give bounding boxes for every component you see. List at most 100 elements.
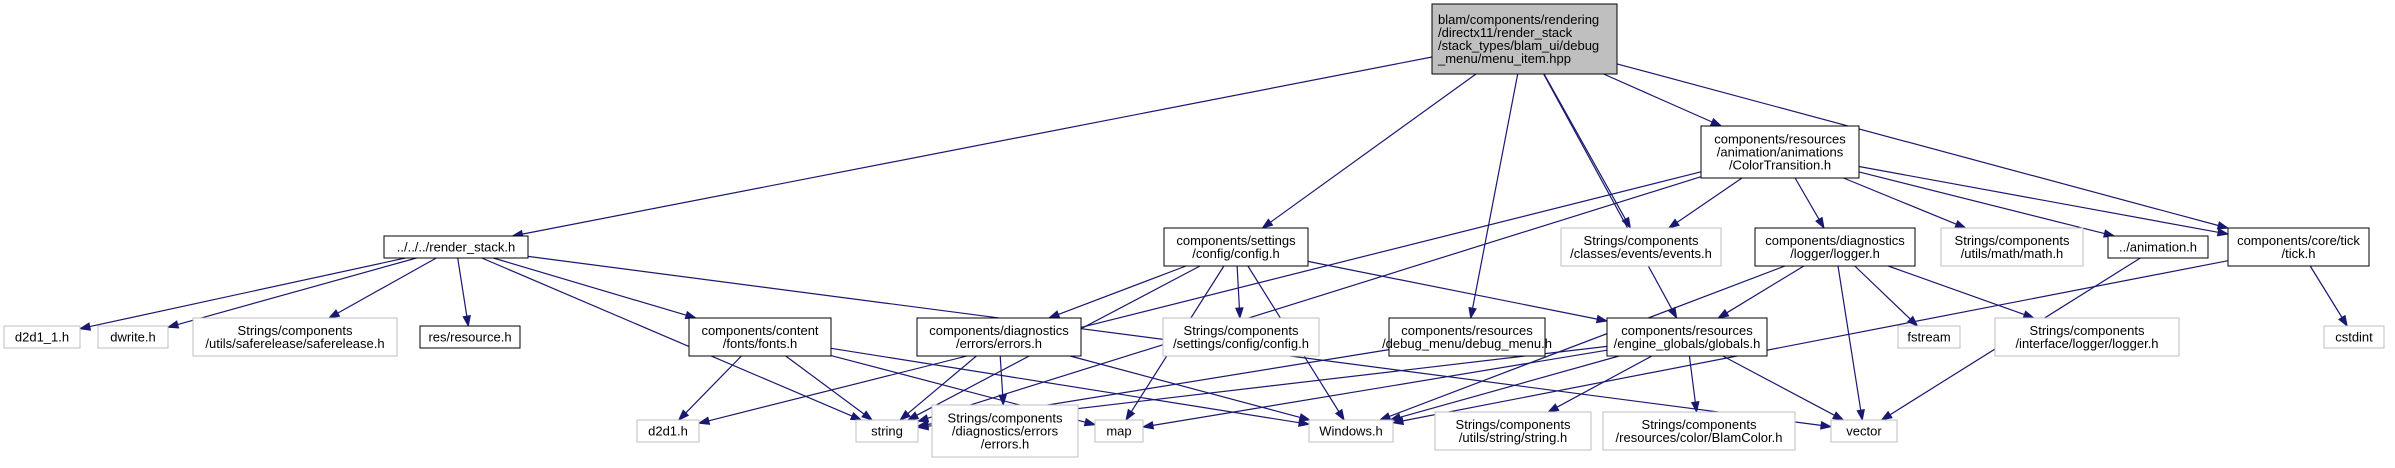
edge-arrowhead [1235, 307, 1244, 320]
edge-line [1616, 63, 2219, 227]
edge-menu_item-to-events [1543, 73, 1632, 230]
node-label-line: Windows.h [1319, 424, 1383, 439]
edge-arrowhead [1047, 310, 1061, 319]
edge-line [493, 257, 687, 316]
node-label-line: /tick.h [2282, 246, 2316, 261]
edge-line [907, 355, 977, 415]
node-fonts[interactable]: components/content/fonts/fonts.h [688, 317, 832, 357]
edge-arrowhead [2216, 221, 2230, 230]
node-label-line: cstdint [2335, 330, 2373, 345]
nodes-layer: blam/components/rendering/directx11/rend… [3, 3, 2385, 458]
edge-line [1688, 355, 1696, 403]
node-box [1560, 227, 1722, 267]
edge-arrowhead [1083, 417, 1097, 427]
node-colortransition[interactable]: components/resources/animation/animation… [1700, 125, 1860, 179]
edge-line [1399, 355, 1620, 418]
node-stringext: Strings/components/utils/string/string.h [1434, 411, 1592, 451]
node-label-line: map [1106, 424, 1131, 439]
node-box [1308, 419, 1394, 443]
edge-line [1389, 265, 1786, 417]
edge-arrowhead [2022, 310, 2036, 319]
node-label-line: Strings/components [1584, 233, 1699, 248]
node-label-line: /utils/math/math.h [1961, 246, 2064, 261]
edge-line [1854, 265, 1911, 320]
node-label-line: ../../../render_stack.h [397, 240, 516, 255]
edge-arrowhead [906, 411, 920, 421]
node-menu-item[interactable]: blam/components/rendering/directx11/rend… [1431, 3, 1618, 75]
edge-colortransition-to-tick [1858, 165, 2230, 237]
edge-arrowhead [998, 394, 1007, 407]
node-render-stack[interactable]: ../../../render_stack.h [383, 235, 529, 259]
node-label-line: Strings/components [1642, 417, 1757, 432]
edge-arrowhead [1716, 308, 1730, 319]
edge-arrowhead [1595, 314, 1609, 324]
node-box [383, 235, 529, 259]
edge-logger-to-loggerext [1887, 265, 2036, 319]
node-label-line: /fonts/fonts.h [723, 336, 797, 351]
node-label-line: /interface/logger/logger.h [2015, 336, 2158, 351]
edge-arrowhead [462, 314, 471, 328]
edge-arrowhead [916, 414, 930, 423]
edge-line [2309, 265, 2343, 318]
node-label-line: components/diagnostics [929, 323, 1069, 338]
node-label-line: components/resources [1714, 132, 1846, 147]
edge-render_stack-to-saferelease [327, 257, 437, 319]
edge-colortransition-to-animation [1858, 171, 2116, 238]
node-math: Strings/components/utils/math/math.h [1940, 227, 2084, 267]
edge-menu_item-to-colortransition [1603, 73, 1723, 127]
edge-arrowhead [916, 421, 929, 431]
node-label-line: components/content [701, 323, 818, 338]
node-box [1388, 317, 1546, 357]
edge-arrowhead [1690, 401, 1700, 414]
node-dwrite: dwrite.h [97, 325, 169, 349]
edge-colortransition-to-math [1843, 177, 1967, 229]
edge-line [1722, 355, 1835, 416]
edge-line [1726, 265, 1805, 314]
node-map: map [1094, 419, 1144, 443]
node-label-line: _menu/menu_item.hpp [1437, 51, 1571, 66]
edge-line [685, 355, 742, 414]
node-loggerext: Strings/components/interface/logger/logg… [1994, 317, 2180, 357]
node-animation[interactable]: ../animation.h [2107, 235, 2209, 259]
edge-logger-to-vector [1837, 265, 1865, 422]
edge-line [89, 257, 406, 328]
node-config[interactable]: components/settings/config/config.h [1163, 227, 1309, 267]
edge-line [1307, 260, 1598, 320]
node-box [1940, 227, 2084, 267]
node-box [1830, 419, 1898, 443]
node-label-line: dwrite.h [110, 330, 156, 345]
node-debug-menu[interactable]: components/resources/debug_menu/debug_me… [1382, 317, 1552, 357]
node-box [636, 419, 700, 443]
node-tick[interactable]: components/core/tick/tick.h [2227, 227, 2370, 267]
node-label-line: components/resources [1621, 323, 1753, 338]
node-label-line: /utils/saferelease/saferelease.h [205, 336, 384, 351]
node-logger[interactable]: components/diagnostics/logger/logger.h [1754, 227, 1916, 267]
edge-menu_item-to-config [1261, 73, 1477, 229]
edge-arrowhead [1125, 408, 1136, 422]
edge-menu_item-to-debug_menu [1468, 73, 1519, 320]
node-label-line: Strings/components [2030, 323, 2145, 338]
node-resource[interactable]: res/resource.h [419, 325, 521, 349]
edge-globals-to-vector [1722, 355, 1845, 421]
node-globals[interactable]: components/resources/engine_globals/glob… [1606, 317, 1768, 357]
node-label-line: components/core/tick [2237, 233, 2360, 248]
edge-line [1472, 73, 1519, 309]
node-cstdint: cstdint [2323, 325, 2385, 349]
node-box [1754, 227, 1916, 267]
node-label-line: Strings/components [1456, 417, 1571, 432]
node-box [1897, 325, 1961, 349]
node-label-line: d2d1.h [648, 424, 688, 439]
node-errors[interactable]: components/diagnostics/errors/errors.h [916, 317, 1082, 357]
edge-line [1603, 73, 1713, 123]
node-box [3, 325, 81, 349]
node-box [1434, 411, 1592, 451]
node-box [419, 325, 521, 349]
edge-arrowhead [1856, 408, 1865, 422]
edge-line [785, 355, 865, 415]
edge-config-to-errors [1047, 265, 1187, 319]
edge-line [1543, 73, 1627, 220]
edge-config-to-configext [1235, 265, 1244, 320]
node-label-line: /logger/logger.h [1790, 246, 1880, 261]
edge-arrowhead [1261, 218, 1274, 229]
edge-line [1837, 265, 1862, 411]
